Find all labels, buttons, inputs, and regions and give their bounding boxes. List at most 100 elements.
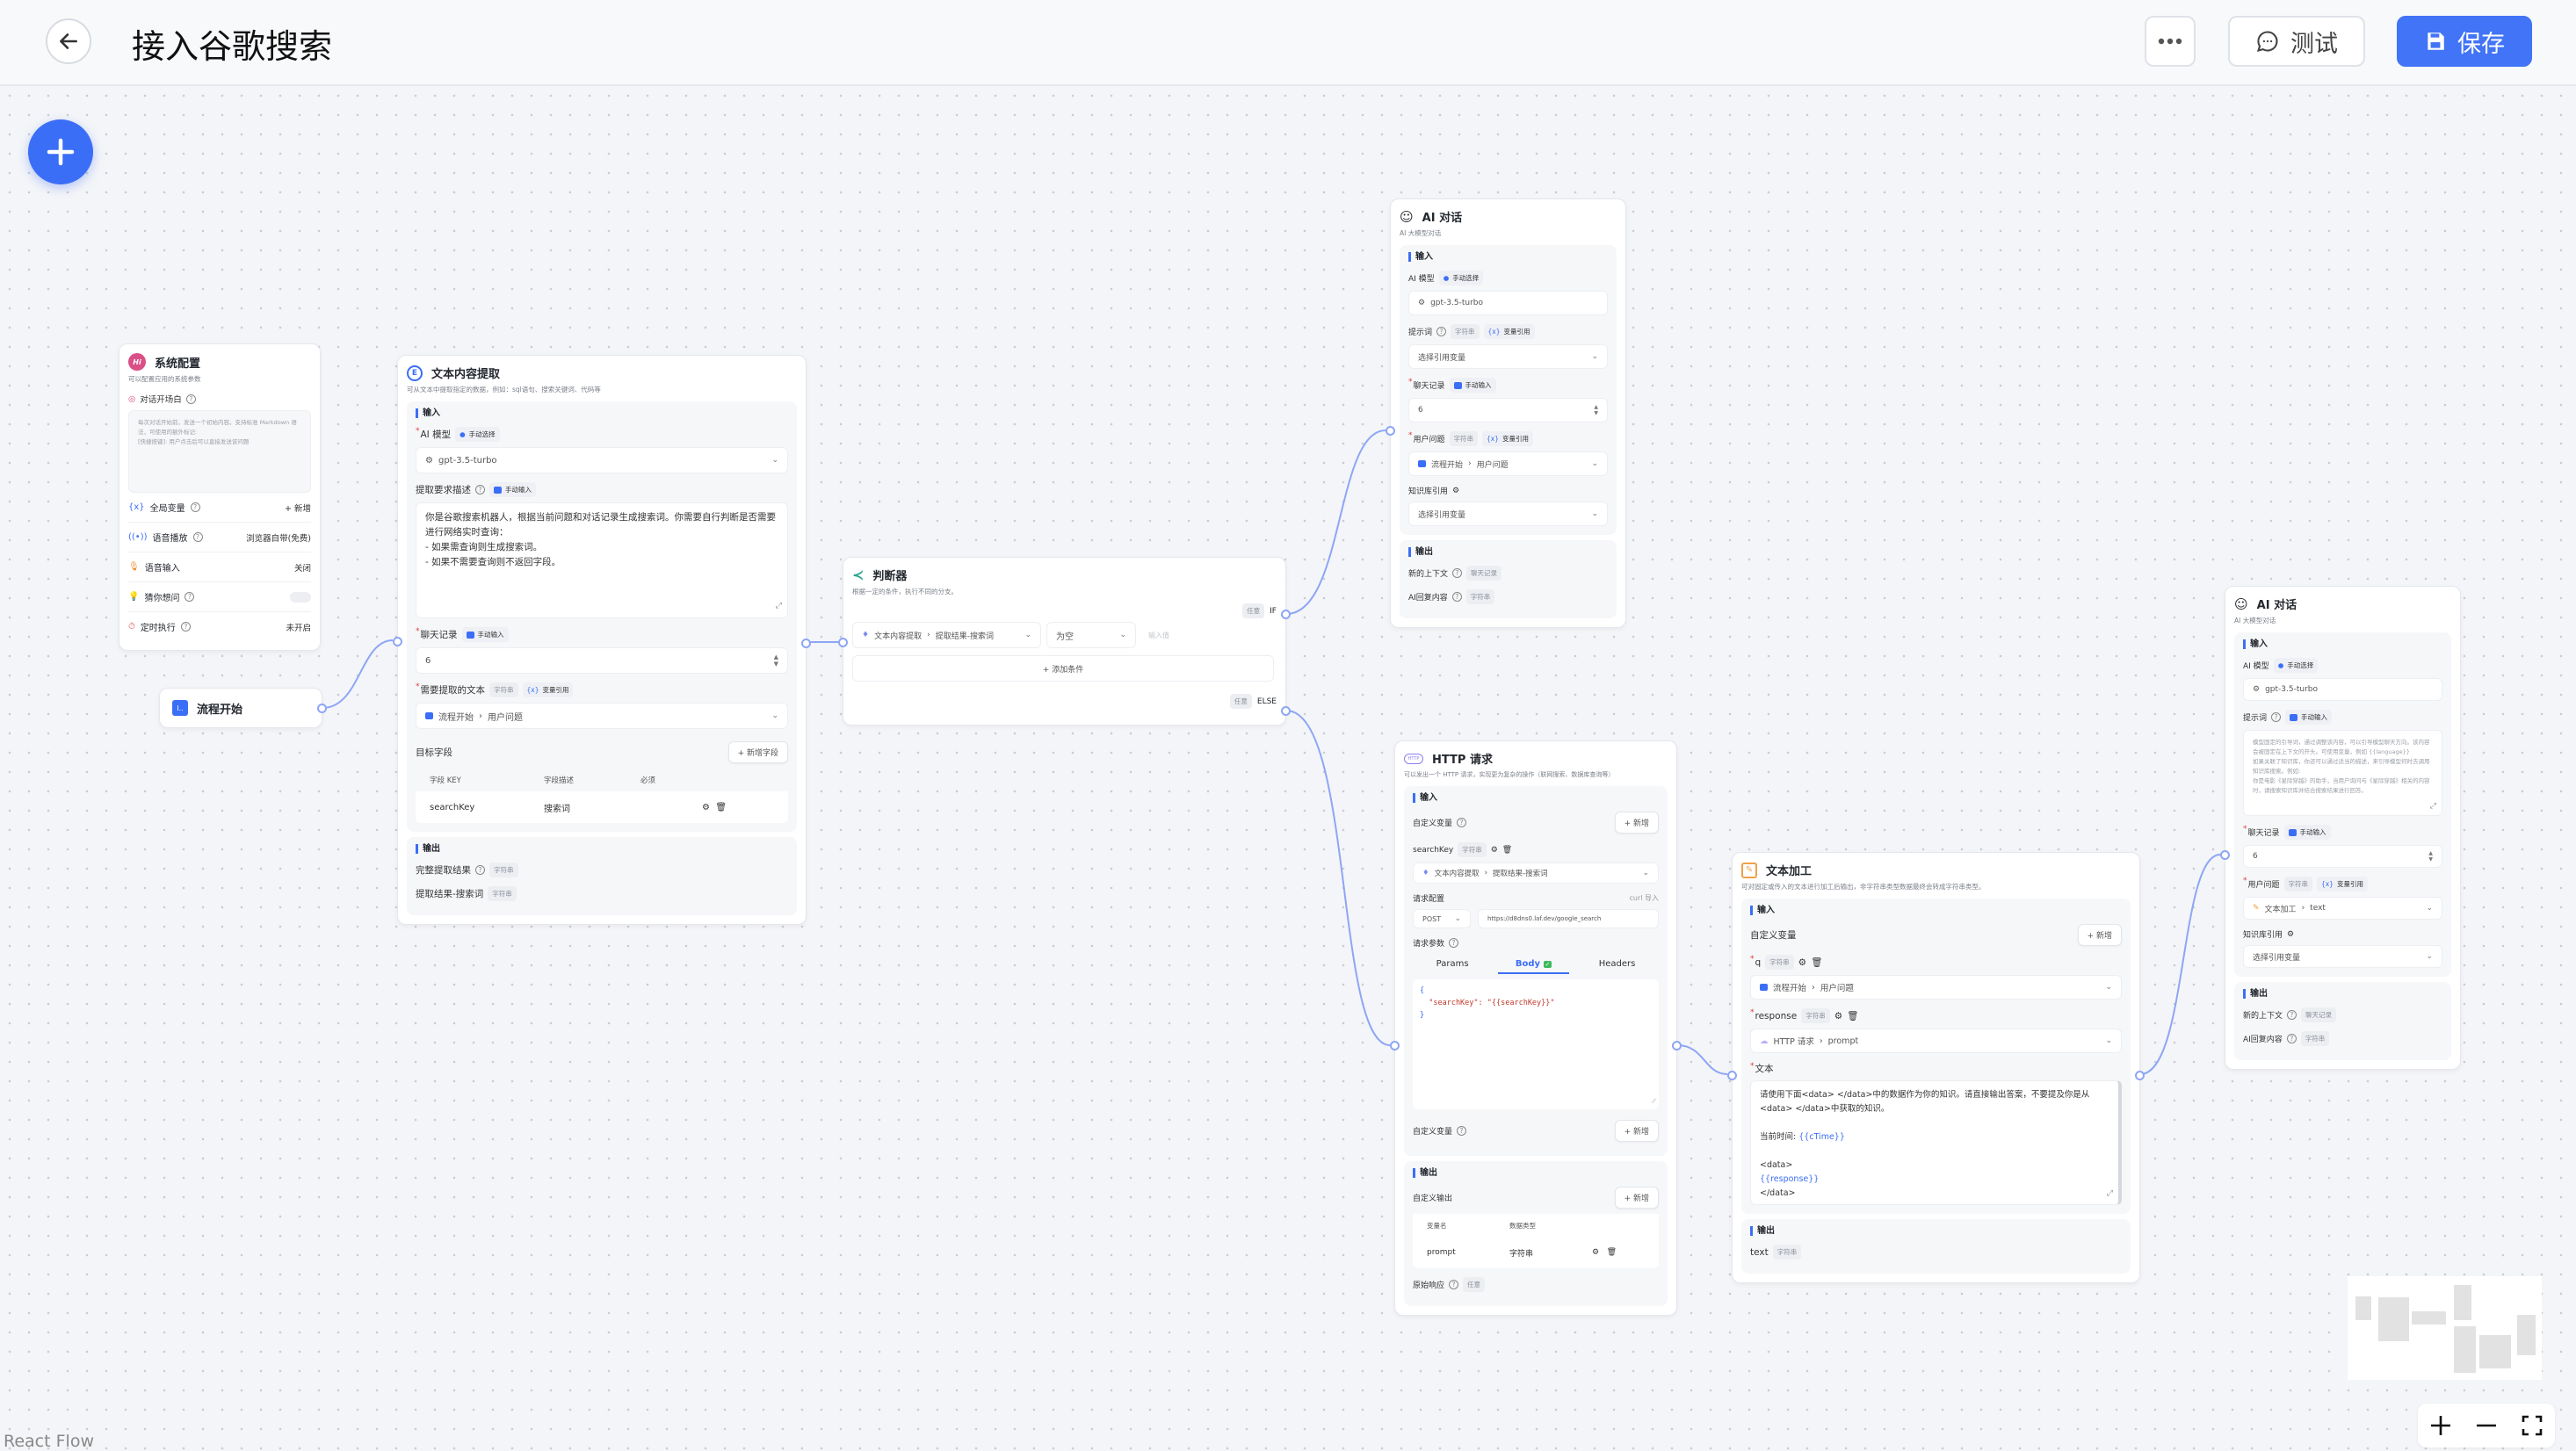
method-select[interactable]: POST⌄ <box>1413 909 1471 928</box>
kb-select[interactable]: 选择引用变量⌄ <box>1408 502 1608 526</box>
react-flow-attribution[interactable]: React Flow <box>4 1432 94 1451</box>
variable-ref-tag[interactable]: {x}变量引用 <box>1483 324 1535 339</box>
var-source-select[interactable]: ♦文本内容提取›提取结果-搜索词⌄ <box>1413 863 1659 884</box>
prompt-textarea[interactable]: 模型固定的引导词，通过调整该内容，可以引导模型聊天方向。该内容会被固定在上下文的… <box>2243 730 2442 816</box>
fit-view-icon[interactable] <box>2521 1414 2543 1437</box>
scheduled-row[interactable]: ⏱ 定时执行 未开启 <box>128 612 311 641</box>
ai-chat-node-1[interactable]: ☺AI 对话 AI 大模型对话 输入 AI 模型●手动选择 ⚙gpt-3.5-t… <box>1386 199 1626 628</box>
manual-input-tag[interactable]: 手动输入 <box>489 482 536 497</box>
add-node-button[interactable] <box>28 119 93 184</box>
expand-icon[interactable]: ⤢ <box>2429 802 2436 811</box>
add-output-button[interactable]: + 新增 <box>1614 1187 1659 1209</box>
expand-icon[interactable]: ⤢ <box>775 602 782 610</box>
value-input[interactable]: 输入值 <box>1148 631 1169 639</box>
variable-ref-tag[interactable]: {x}变量引用 <box>1482 431 1533 446</box>
add-global-var-button[interactable]: + 新增 <box>285 503 311 514</box>
manual-input-tag[interactable]: 手动输入 <box>2285 710 2333 725</box>
model-select[interactable]: ⚙gpt-3.5-turbo <box>2243 678 2442 701</box>
gear-icon[interactable]: ⚙ <box>702 802 710 812</box>
input-handle[interactable] <box>1386 426 1395 436</box>
test-button[interactable]: 测试 <box>2228 16 2365 67</box>
input-handle[interactable] <box>1727 1071 1737 1080</box>
history-stepper[interactable]: 6▲▼ <box>2243 845 2442 868</box>
question-select[interactable]: 流程开始›用户问题⌄ <box>1408 451 1608 476</box>
ai-chat-node-2[interactable]: ☺AI 对话 AI 大模型对话 输入 AI 模型●手动选择 ⚙gpt-3.5-t… <box>2220 586 2461 1070</box>
stepper-arrows-icon[interactable]: ▲▼ <box>2428 850 2433 863</box>
question-select[interactable]: ✎文本加工›text⌄ <box>2243 897 2442 920</box>
input-handle[interactable] <box>2220 850 2230 860</box>
curl-import-link[interactable]: curl 导入 <box>1629 894 1659 902</box>
body-editor[interactable]: { "searchKey": "{{searchKey}}" }⁄⁄ <box>1413 979 1659 1109</box>
kb-select[interactable]: 选择引用变量⌄ <box>2243 945 2442 968</box>
variable-ref-tag[interactable]: {x}变量引用 <box>522 682 574 697</box>
if-handle[interactable] <box>1281 610 1291 619</box>
add-var-button[interactable]: + 新增 <box>1614 1120 1659 1142</box>
manual-select-tag[interactable]: ●手动选择 <box>1438 271 1484 285</box>
text-editor[interactable]: 请使用下面<data> </data>中的数据作为你的知识。请直接输出答案，不要… <box>1750 1080 2122 1205</box>
url-input[interactable]: https://d8dns0.laf.dev/google_search <box>1478 909 1659 928</box>
output-handle[interactable] <box>1672 1041 1682 1050</box>
model-select[interactable]: ⚙gpt-3.5-turbo⌄ <box>416 447 788 473</box>
output-handle[interactable] <box>317 704 327 713</box>
expand-icon[interactable]: ⤢ <box>2106 1189 2113 1198</box>
add-var-button[interactable]: + 新增 <box>2077 924 2122 946</box>
flow-canvas[interactable] <box>0 86 2576 1451</box>
gear-icon[interactable]: ⚙ <box>1798 957 1807 968</box>
var-source-select[interactable]: ☁HTTP 请求›prompt⌄ <box>1750 1029 2122 1053</box>
gear-icon[interactable]: ⚙ <box>1592 1248 1600 1257</box>
gear-icon[interactable]: ⚙ <box>1452 486 1460 495</box>
trash-icon[interactable]: 🗑 <box>1606 1248 1617 1257</box>
text-extract-node[interactable]: E 文本内容提取 可从文本中提取指定的数据，例如：sql语句、搜索关键词、代码等… <box>393 355 811 925</box>
manual-select-tag[interactable]: ●手动选择 <box>455 427 500 442</box>
operator-select[interactable]: 为空⌄ <box>1046 622 1136 648</box>
output-handle[interactable] <box>801 639 811 648</box>
trash-icon[interactable]: 🗑 <box>1811 957 1823 968</box>
back-button[interactable] <box>46 18 91 64</box>
trash-icon[interactable]: 🗑 <box>1501 845 1513 855</box>
guess-toggle[interactable] <box>290 591 311 603</box>
input-handle[interactable] <box>393 637 402 646</box>
stepper-arrows-icon[interactable]: ▲▼ <box>1594 404 1598 416</box>
resize-handle-icon[interactable]: ⁄⁄ <box>1653 1097 1655 1106</box>
else-handle[interactable] <box>1281 706 1291 716</box>
model-select[interactable]: ⚙gpt-3.5-turbo <box>1408 291 1608 315</box>
zoom-in-icon[interactable] <box>2429 1414 2452 1437</box>
tab-body[interactable]: Body ✓ <box>1497 956 1570 974</box>
text-source-select[interactable]: 流程开始›用户问题⌄ <box>416 703 788 729</box>
manual-input-tag[interactable]: 手动输入 <box>461 627 509 642</box>
variable-ref-tag[interactable]: {x}变量引用 <box>2317 877 2368 892</box>
condition-variable-select[interactable]: ♦文本内容提取›提取结果-搜索词⌄ <box>852 622 1041 648</box>
flow-start-node[interactable]: I.. 流程开始 <box>159 688 327 728</box>
var-source-select[interactable]: 流程开始›用户问题⌄ <box>1750 975 2122 1000</box>
text-process-node[interactable]: ✎文本加工 可对固定或传入的文本进行加工后输出，非字符串类型数据最终会转成字符串… <box>1727 852 2145 1283</box>
history-stepper[interactable]: 6▲▼ <box>1408 398 1608 422</box>
add-var-button[interactable]: + 新增 <box>1614 812 1659 834</box>
trash-icon[interactable]: 🗑 <box>715 802 727 812</box>
prompt-textarea[interactable]: 你是谷歌搜索机器人，根据当前问题和对话记录生成搜索词。你需要自行判断是否需要进行… <box>416 502 788 618</box>
tab-headers[interactable]: Headers <box>1598 959 1636 969</box>
zoom-out-icon[interactable] <box>2475 1414 2498 1437</box>
add-condition-button[interactable]: + 添加条件 <box>852 655 1274 682</box>
gear-icon[interactable]: ⚙ <box>1834 1010 1843 1021</box>
tts-row[interactable]: ((•)) 语音播放 浏览器自带(免费) <box>128 523 311 552</box>
voice-input-row[interactable]: 🎙 语音输入 关闭 <box>128 552 311 582</box>
manual-input-tag[interactable]: 手动输入 <box>2283 825 2331 840</box>
manual-select-tag[interactable]: ●手动选择 <box>2273 658 2319 673</box>
add-field-button[interactable]: + 新增字段 <box>727 741 788 763</box>
opening-textarea[interactable]: 每次对话开始前，发送一个初始内容。支持标准 Markdown 语法，可使用的额外… <box>128 410 311 493</box>
more-button[interactable] <box>2145 16 2196 67</box>
gear-icon[interactable]: ⚙ <box>1490 845 1498 855</box>
input-handle[interactable] <box>838 638 848 647</box>
tab-params[interactable]: Params <box>1436 959 1469 969</box>
gear-icon[interactable]: ⚙ <box>2287 929 2295 939</box>
manual-input-tag[interactable]: 手动输入 <box>1449 378 1496 393</box>
input-handle[interactable] <box>1390 1041 1400 1050</box>
minimap[interactable] <box>2348 1276 2542 1380</box>
save-button[interactable]: 保存 <box>2397 16 2532 67</box>
output-handle[interactable] <box>2135 1071 2145 1080</box>
trash-icon[interactable]: 🗑 <box>1847 1011 1859 1021</box>
stepper-arrows-icon[interactable]: ▲▼ <box>773 653 778 668</box>
system-config-node[interactable]: Hi 系统配置 可以配置应用的系统参数 ◎ 对话开场白 每次对话开始前，发送一个… <box>119 343 321 651</box>
